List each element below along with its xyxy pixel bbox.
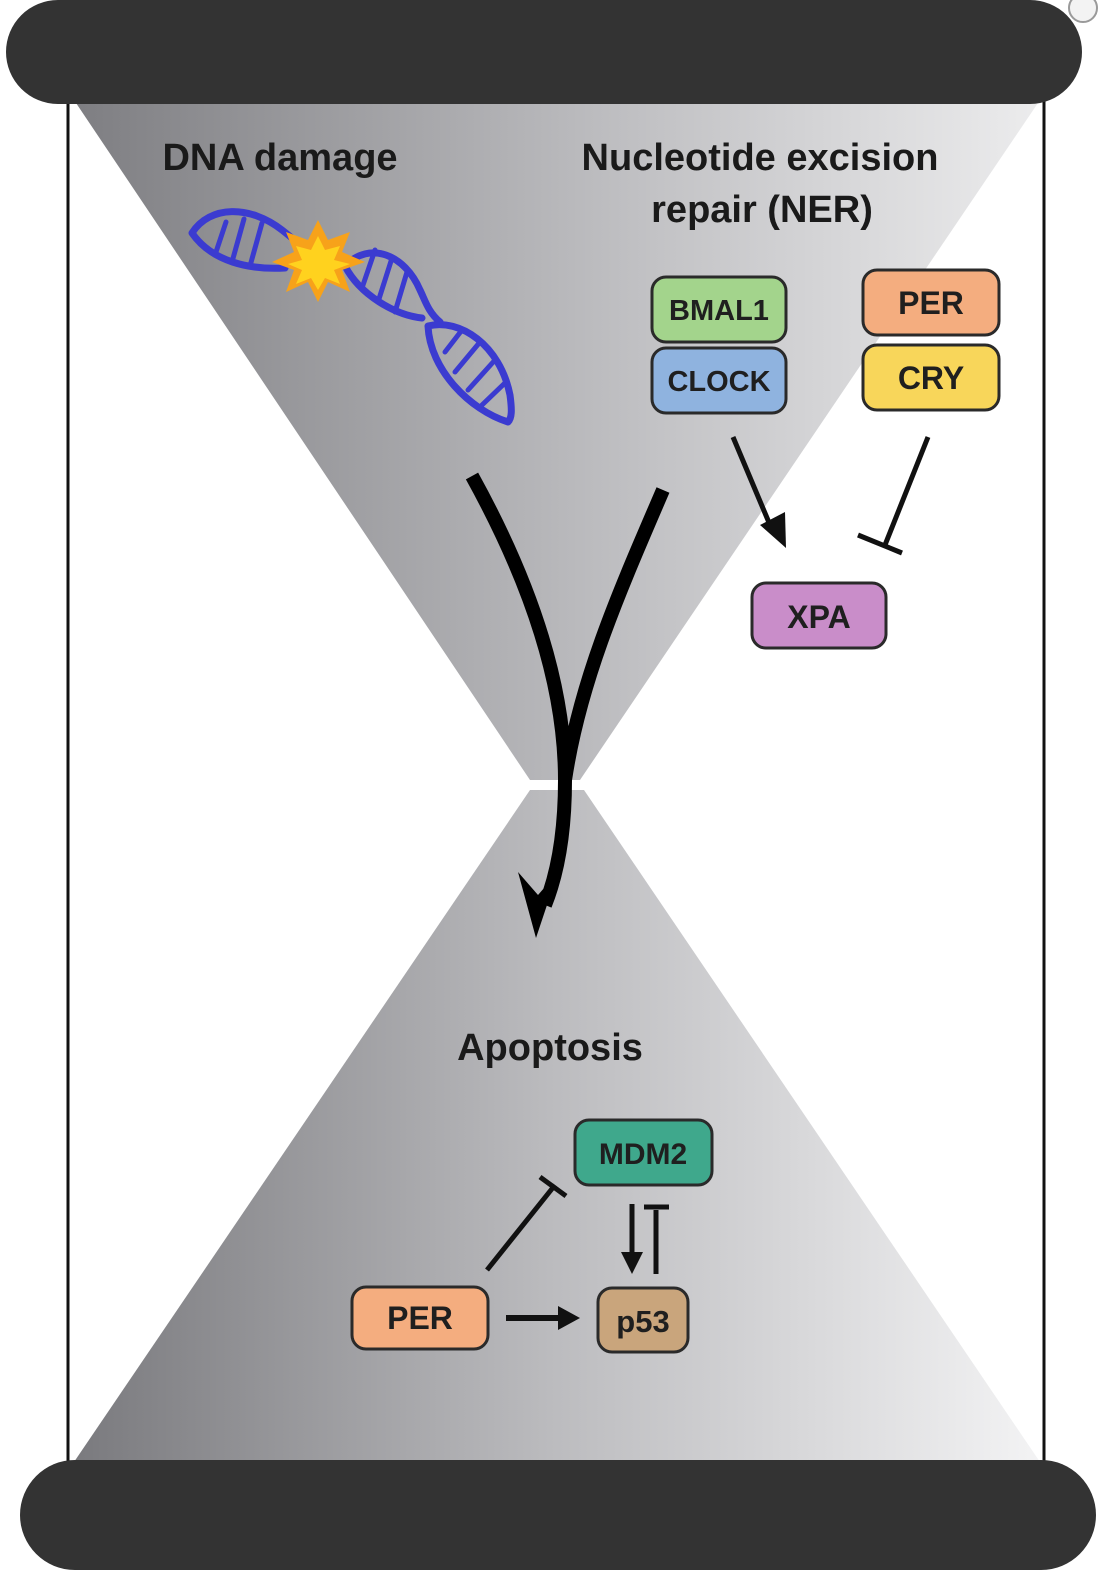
clock-to-xpa-arrow [730,436,786,548]
node-per-bottom: PER [350,1285,490,1351]
apoptosis-label: Apoptosis [457,1027,643,1069]
svg-text:BMAL1: BMAL1 [669,295,769,327]
svg-text:CLOCK: CLOCK [667,366,770,398]
dna-helix-icon [188,208,515,426]
node-cry: CRY [861,343,1001,412]
node-per-top: PER [861,268,1001,337]
svg-text:PER: PER [387,1300,453,1336]
cry-inhibits-xpa [857,436,931,556]
node-xpa: XPA [750,581,888,650]
per-inhibits-mdm2 [485,1174,568,1272]
dna-damage-label: DNA damage [162,137,397,179]
apoptosis-arrowhead [518,872,558,938]
svg-text:PER: PER [898,285,964,321]
mdm2-to-p53-arrow [621,1204,643,1274]
svg-text:MDM2: MDM2 [599,1138,687,1171]
bottom-cap [20,1460,1096,1570]
corner-circle-icon [1068,0,1098,23]
svg-text:p53: p53 [616,1304,669,1339]
p53-inhibits-mdm2 [644,1204,669,1274]
node-bmal1: BMAL1 [650,275,788,344]
svg-text:CRY: CRY [898,360,964,396]
svg-text:XPA: XPA [787,599,850,635]
hourglass-bottom-bulb [74,790,1040,1462]
ner-to-apoptosis-arrow [558,487,670,782]
node-mdm2: MDM2 [573,1118,714,1187]
top-cap [6,0,1082,104]
node-clock: CLOCK [650,346,788,415]
node-p53: p53 [596,1286,690,1354]
per-to-p53-arrow [506,1306,580,1330]
dna-damage-to-apoptosis-arrow [465,472,573,908]
ner-label-line2: repair (NER) [651,189,873,231]
ner-label-line1: Nucleotide excision [582,137,939,179]
